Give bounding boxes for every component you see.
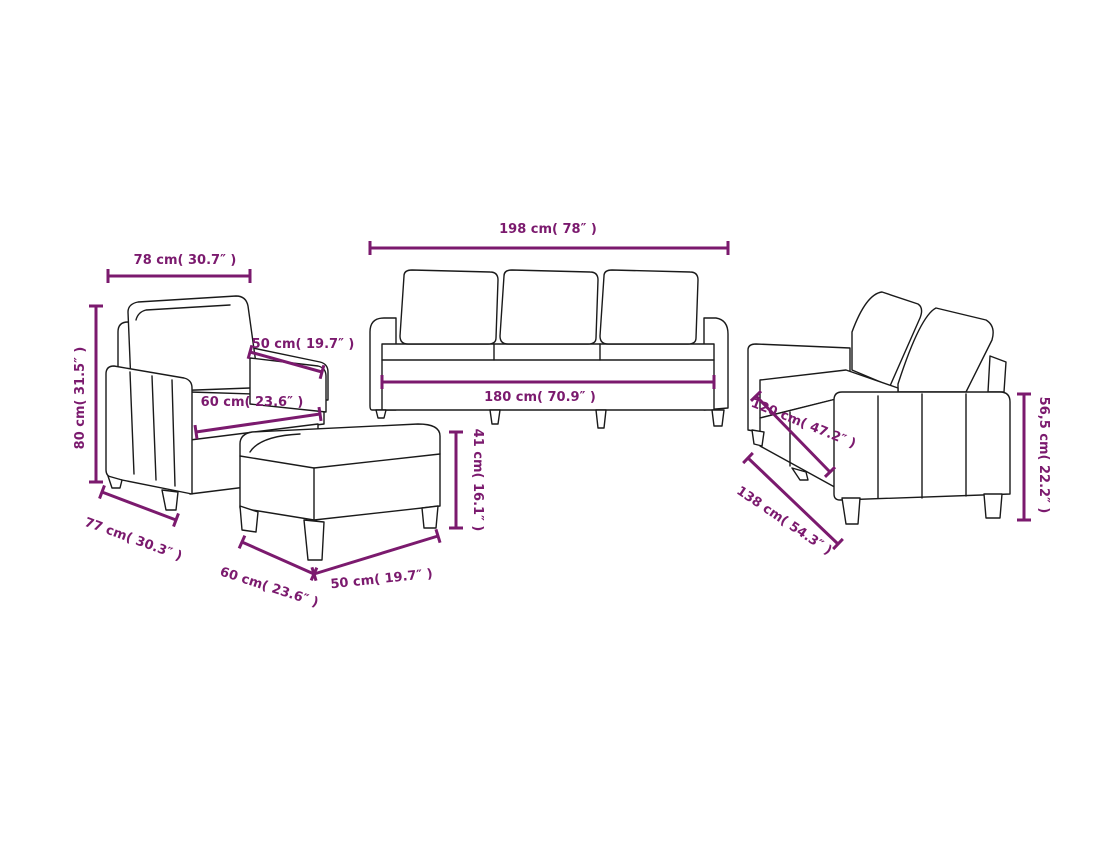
footstool-width-label: 50 cm( 19.7″ ): [330, 567, 434, 593]
dimension-lines: [89, 241, 1031, 582]
two-seater-arm-height-label: 56,5 cm( 22.2″ ): [1036, 397, 1051, 514]
two-seater-width-label: 138 cm( 54.3″ ): [733, 484, 834, 559]
armchair-height-label: 80 cm( 31.5″ ): [73, 347, 88, 450]
footstool-height-label: 41 cm( 16.1″ ): [470, 429, 485, 532]
armchair-seat-depth-label: 50 cm( 19.7″ ): [252, 337, 355, 352]
armchair-height-line: [89, 304, 103, 484]
two-seater-width-line: [742, 451, 844, 551]
armchair-width-line: [106, 269, 252, 283]
armchair-depth-line: [98, 484, 180, 528]
armchair-seat-depth-line: [246, 344, 326, 380]
two-seater-drawing: [747, 291, 1011, 525]
armchair-seat-width-line: [193, 406, 323, 440]
armchair-width-label: 78 cm( 30.7″ ): [134, 253, 237, 268]
footstool-width-line: [310, 528, 442, 582]
three-seater-width-line: [368, 241, 730, 255]
footstool-height-line: [449, 430, 463, 530]
two-seater-arm-height-line: [1017, 392, 1031, 522]
three-seater-drawing: [369, 269, 729, 429]
footstool-drawing: [239, 423, 441, 561]
armchair-seat-width-label: 60 cm( 23.6″ ): [201, 395, 304, 410]
two-seater-seat-width-line: [749, 390, 837, 478]
armchair-depth-label: 77 cm( 30.3″ ): [82, 515, 184, 564]
three-seater-seat-width-label: 180 cm( 70.9″ ): [484, 390, 596, 405]
three-seater-seat-width-line: [380, 375, 716, 389]
three-seater-width-label: 198 cm( 78″ ): [499, 222, 597, 237]
